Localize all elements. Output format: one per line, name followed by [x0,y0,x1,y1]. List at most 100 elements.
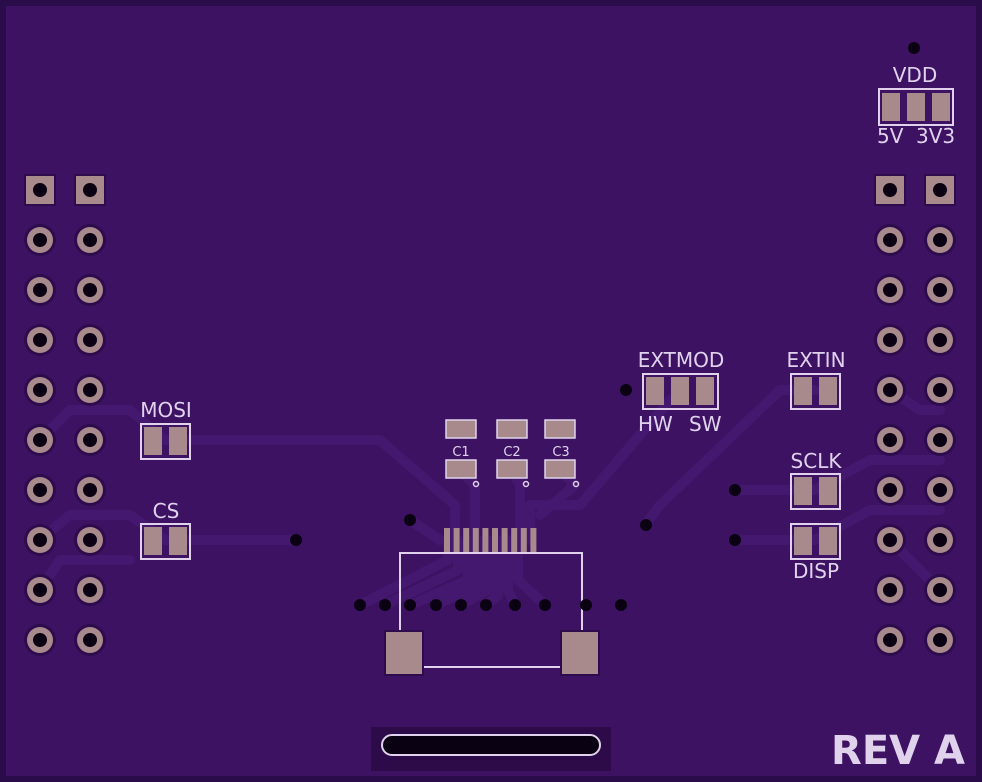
left-header-pin-drill [33,633,47,647]
via-extmod [620,384,632,396]
via-extin [640,519,652,531]
label-mosi: MOSI [140,398,192,422]
mosi-pad-2 [169,427,187,455]
left-header-pin-drill [33,383,47,397]
right-header-pin-drill [883,333,897,347]
via-fan-10 [615,599,627,611]
label-c2: C2 [503,445,520,460]
header-left [24,174,106,656]
left-header-pin-drill [33,483,47,497]
via-disp [729,534,741,546]
via-fan-5 [455,599,467,611]
right-header-pin-drill [933,233,947,247]
vdd-pad-3 [932,93,950,121]
trace-via-left [405,515,445,545]
disp-pad-1 [794,527,812,555]
label-extmod: EXTMOD [638,348,725,372]
right-header-pin-drill [933,333,947,347]
label-sw: SW [689,412,722,436]
extin-pad-1 [794,377,812,405]
cs-pad-1 [144,527,162,555]
disp-jumper-outline [790,523,841,560]
ffc-mount-pad-left [384,630,424,676]
left-header-pin-drill [83,583,97,597]
left-header-pin-drill [83,483,97,497]
via-fan-3 [404,599,416,611]
label-c3: C3 [552,445,569,460]
header-right [874,174,956,656]
left-header-pin-drill [83,433,97,447]
via-vdd [908,42,920,54]
vdd-jumper-outline [878,88,954,126]
sclk-pad-1 [794,477,812,505]
right-header-pin-drill [933,283,947,297]
right-header-pin-drill [883,583,897,597]
trace-mosi [35,405,460,545]
ffc-pin [501,528,508,552]
ffc-pins [444,528,537,552]
right-header-pin-drill [883,633,897,647]
trace-fan-5 [456,535,493,610]
left-header-pin-drill [83,183,97,197]
right-header-pin-drill [933,383,947,397]
right-header-pin-drill [883,183,897,197]
left-header-pin-drill [83,333,97,347]
ffc-pin [530,528,537,552]
extmod-pad-1 [646,377,664,405]
vdd-pad-2 [907,93,925,121]
cs-pad-2 [169,527,187,555]
trace-sclk [730,455,945,495]
label-vdd: VDD [893,63,937,87]
mounting-slot [371,727,611,771]
label-c1: C1 [452,445,469,460]
connector-outline [399,552,583,640]
left-header-pin-drill [33,533,47,547]
silkscreen-outlines [140,88,954,668]
left-header-pin-drill [83,233,97,247]
left-header-pin-drill [83,383,97,397]
via-fan-4 [430,599,442,611]
trace-cs [35,510,300,545]
mosi-pad-1 [144,427,162,455]
label-3v3: 3V3 [916,124,955,148]
label-sclk: SCLK [791,449,843,473]
left-header-pin-drill [83,633,97,647]
right-header-pin-drill [883,383,897,397]
right-header-pin-drill [883,283,897,297]
capacitor-c2 [496,419,530,488]
right-header-pin-drill [933,483,947,497]
ffc-pin [453,528,460,552]
extmod-jumper-outline [642,373,719,410]
sclk-jumper-outline [790,473,841,510]
right-header-pin-drill [933,433,947,447]
right-header-pin-drill [883,483,897,497]
extin-jumper-outline [790,373,841,410]
trace-disp [730,505,945,545]
ffc-pin [463,528,470,552]
silkscreen-text: VDD 5V 3V3 EXTMOD HW SW EXTIN SCLK DISP … [140,63,965,774]
trace-fan-4 [431,535,483,610]
via-fan-6 [480,599,492,611]
sclk-pad-2 [819,477,837,505]
extmod-pad-3 [696,377,714,405]
mosi-jumper-outline [140,423,191,460]
capacitor-c1 [445,419,480,488]
vias [290,42,920,611]
left-header-pin-drill [33,283,47,297]
capacitor-c3 [544,419,580,488]
right-header-pin-drill [933,533,947,547]
left-header-pin-drill [33,583,47,597]
ffc-mount-pad-right [560,630,600,676]
label-disp: DISP [793,559,839,583]
extin-pad-2 [819,377,837,405]
left-header-pin-drill [33,233,47,247]
via-fan-1 [354,599,366,611]
ffc-pin [511,528,518,552]
left-header-pin-drill [33,183,47,197]
vdd-pad-1 [882,93,900,121]
via-fan-7 [509,599,521,611]
label-extin: EXTIN [786,348,845,372]
via-cs [290,534,302,546]
right-header-pin-drill [883,533,897,547]
via-fan-2 [379,599,391,611]
